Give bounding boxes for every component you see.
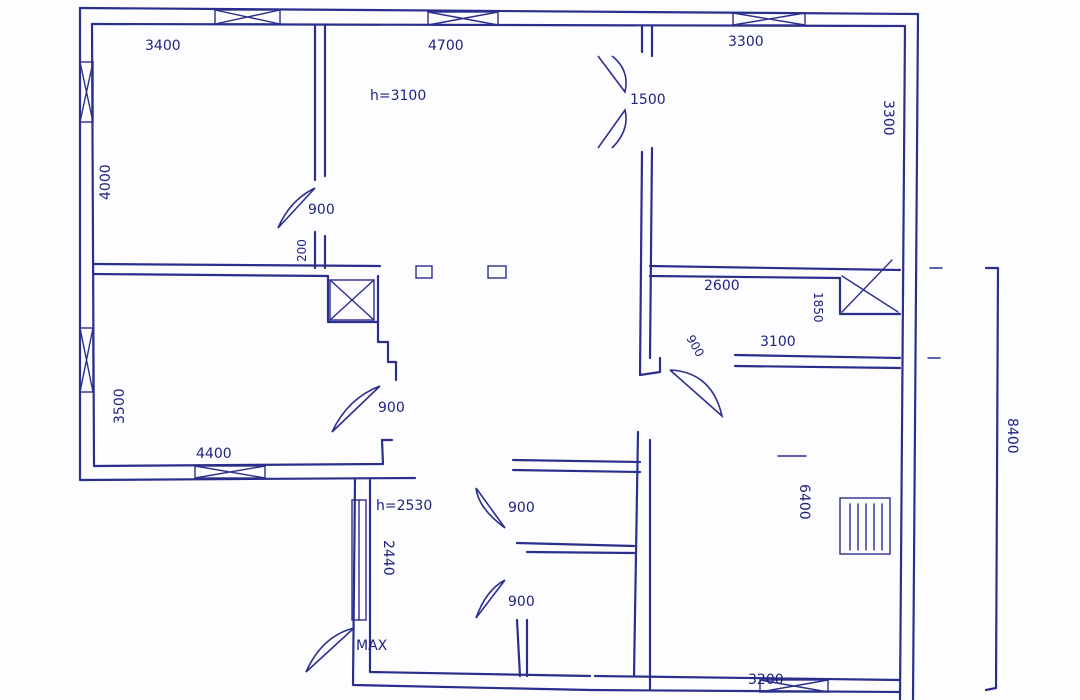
label-ceiling-height-bath: h=2530 [376,498,432,514]
label-right-room-height: 3300 [880,100,896,136]
label-door-corridor: 900 [683,333,707,360]
label-left-room-height: 4000 [98,164,114,200]
label-top-right-width: 3300 [728,34,764,50]
label-door-left-lower: 900 [378,400,405,416]
label-small-gap: 200 [295,239,309,262]
label-lower-left-width: 4400 [196,446,232,462]
label-door-bath-upper: 900 [508,500,535,516]
fixtures [329,259,1000,692]
label-right-lower-height: 6400 [796,484,812,520]
label-door-bath-lower: 900 [508,594,535,610]
label-bottom-right-width: 3200 [748,672,784,688]
label-corridor-height: 1850 [811,292,825,323]
interior-walls [92,24,902,692]
label-top-left-width: 3400 [145,38,181,54]
label-entrance-door: MAX [356,638,388,654]
label-total-height: 8400 [1004,418,1020,454]
label-middle-right-width: 3100 [760,334,796,350]
label-bath-height: 2440 [380,540,396,576]
label-corridor-width: 2600 [704,278,740,294]
windows [79,9,829,693]
label-lower-left-height: 3500 [112,388,128,424]
label-ceiling-height-main: h=3100 [370,88,426,104]
label-top-middle-width: 4700 [428,38,464,54]
label-door-left-upper: 900 [308,202,335,218]
doors [277,55,724,673]
dimension-labels: 3400 4700 3300 4000 h=3100 1500 3300 900… [98,34,1020,688]
label-door-top-right: 1500 [630,92,666,108]
outer-walls [78,6,920,700]
